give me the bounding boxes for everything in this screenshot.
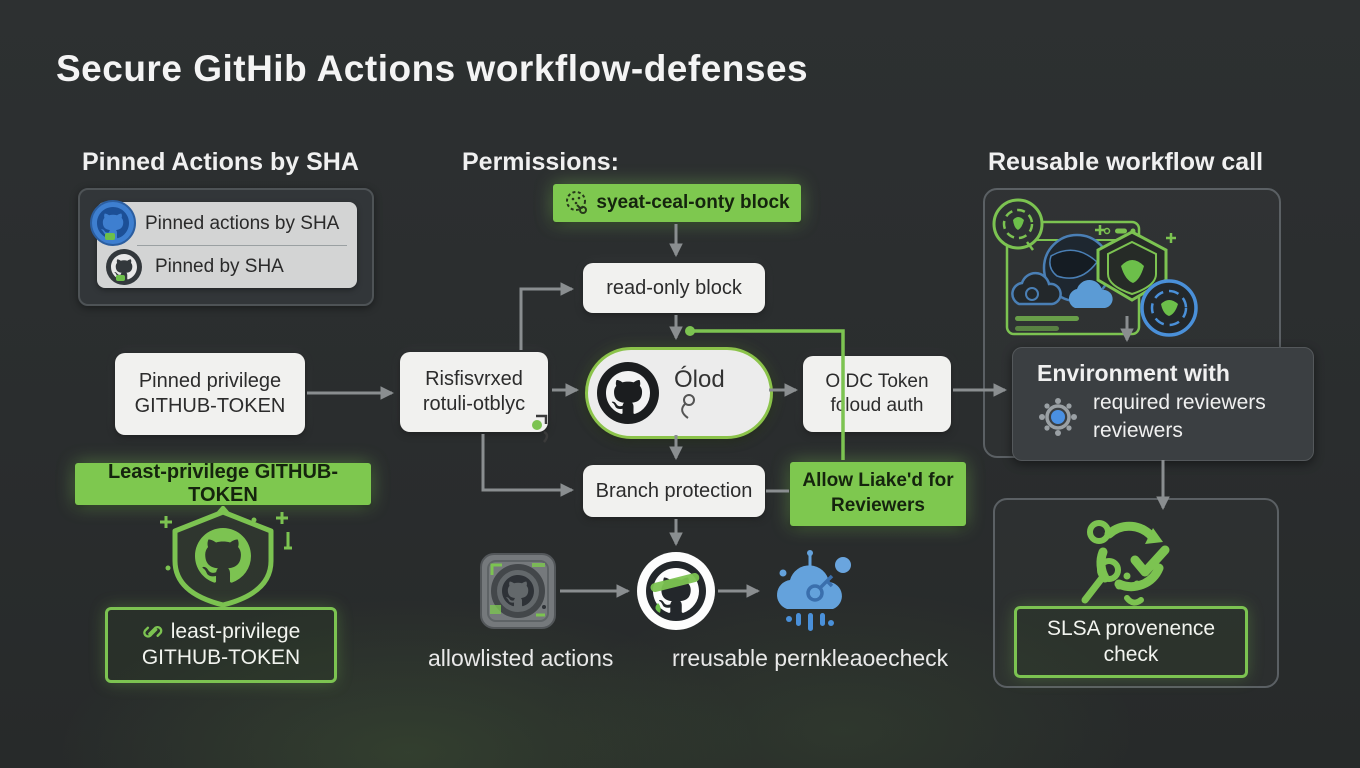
page-title: Secure GitHib Actions workflow-defenses <box>56 48 809 89</box>
environment-line1: Environment with <box>1037 360 1230 386</box>
least-privilege-token-badge: least-privilege GITHUB-TOKEN <box>105 607 337 683</box>
pinned-sha-row-2-label: Pinned by SHA <box>155 256 284 277</box>
oidc-box: OIDC Token fcloud auth <box>803 356 951 432</box>
allowlisted-actions-icon <box>480 553 556 629</box>
slsa-check-box: SLSA provenence check <box>1014 606 1248 678</box>
environment-line2: required reviewers <box>1093 391 1266 414</box>
workflow-illustration <box>992 198 1198 337</box>
card-divider <box>137 245 347 246</box>
token-badge-line2: GITHUB-TOKEN <box>141 646 301 669</box>
oidc-line1: OIDC Token <box>825 371 929 393</box>
token-badge-line1: least-privilege <box>170 619 301 643</box>
pinned-privilege-line2: GITHUB-TOKEN <box>134 395 286 417</box>
allow-reviewers-box: Allow Liake'd for Reviewers <box>790 462 966 526</box>
read-only-box: read-only block <box>583 263 765 313</box>
pinned-sha-row-1-label: Pinned actions by SHA <box>145 212 340 234</box>
oidc-line2: fcloud auth <box>830 395 924 416</box>
allowlisted-caption: allowlisted actions <box>428 645 614 671</box>
slsa-line1: SLSA provenence <box>1046 616 1216 640</box>
least-privilege-banner-label: Least-privilege GITHUB-TOKEN <box>107 461 339 506</box>
risfis-line2: rotuli-otblyc <box>422 393 526 415</box>
left-column-heading: Pinned Actions by SHA <box>82 148 359 176</box>
pinned-sha-row-1: Pinned actions by SHA <box>90 200 357 246</box>
allow-line1: Allow Liake'd for <box>802 470 954 492</box>
middle-column-heading: Permissions: <box>462 148 620 176</box>
connector-risfis-to-branch <box>481 434 575 497</box>
gear-icon <box>1039 398 1077 437</box>
slsa-line2: check <box>1103 643 1159 666</box>
slsa-recycle-icon <box>1081 520 1170 606</box>
branch-protection-label: Branch protection <box>595 479 753 502</box>
octocat-circle-icon <box>637 552 715 630</box>
green-connector-dot <box>685 326 695 336</box>
slsa-panel: SLSA provenence check <box>993 498 1279 688</box>
shield-octocat-icon <box>160 506 292 608</box>
permissions-banner: syeat-ceal-onty block <box>553 184 801 222</box>
allow-line2: Reviewers <box>830 495 925 516</box>
link-icon <box>142 625 163 638</box>
github-dark-icon <box>106 249 142 285</box>
least-privilege-banner: Least-privilege GITHUB-TOKEN <box>75 461 371 506</box>
cloud-key-icon <box>777 550 851 631</box>
github-blue-icon <box>90 200 136 246</box>
risfis-corner-mark <box>532 414 549 443</box>
magnifier-sketch-icon <box>681 394 695 419</box>
github-octocat-icon <box>597 362 659 424</box>
permissions-banner-label: syeat-ceal-onty block <box>596 192 790 213</box>
octocat-pill: Ólod <box>585 347 773 439</box>
environment-box: Environment with required reviewers revi… <box>1012 347 1314 461</box>
pinned-sha-container: Pinned actions by SHA Pinned by SHA <box>78 188 374 306</box>
read-only-label: read-only block <box>606 276 742 299</box>
pinned-privilege-line1: Pinned privilege <box>138 370 282 392</box>
pill-label: Ólod <box>674 366 725 393</box>
risfis-line1: Risfisvrxed <box>425 368 523 390</box>
risfis-box: Risfisvrxed rotuli-otblyc <box>400 352 549 443</box>
environment-line3: reviewers <box>1093 419 1183 443</box>
pinned-sha-card: Pinned actions by SHA Pinned by SHA <box>90 200 357 288</box>
connector-risfis-to-readonly <box>519 282 575 350</box>
cat-face-sketch-icon <box>566 191 588 214</box>
branch-protection-box: Branch protection <box>583 465 765 517</box>
pinned-sha-row-2: Pinned by SHA <box>97 246 357 288</box>
pinned-privilege-box: Pinned privilege GITHUB-TOKEN <box>115 353 305 435</box>
right-column-heading: Reusable workflow call <box>988 148 1264 176</box>
reusable-caption: rreusable pernkleaoecheck <box>672 645 949 671</box>
